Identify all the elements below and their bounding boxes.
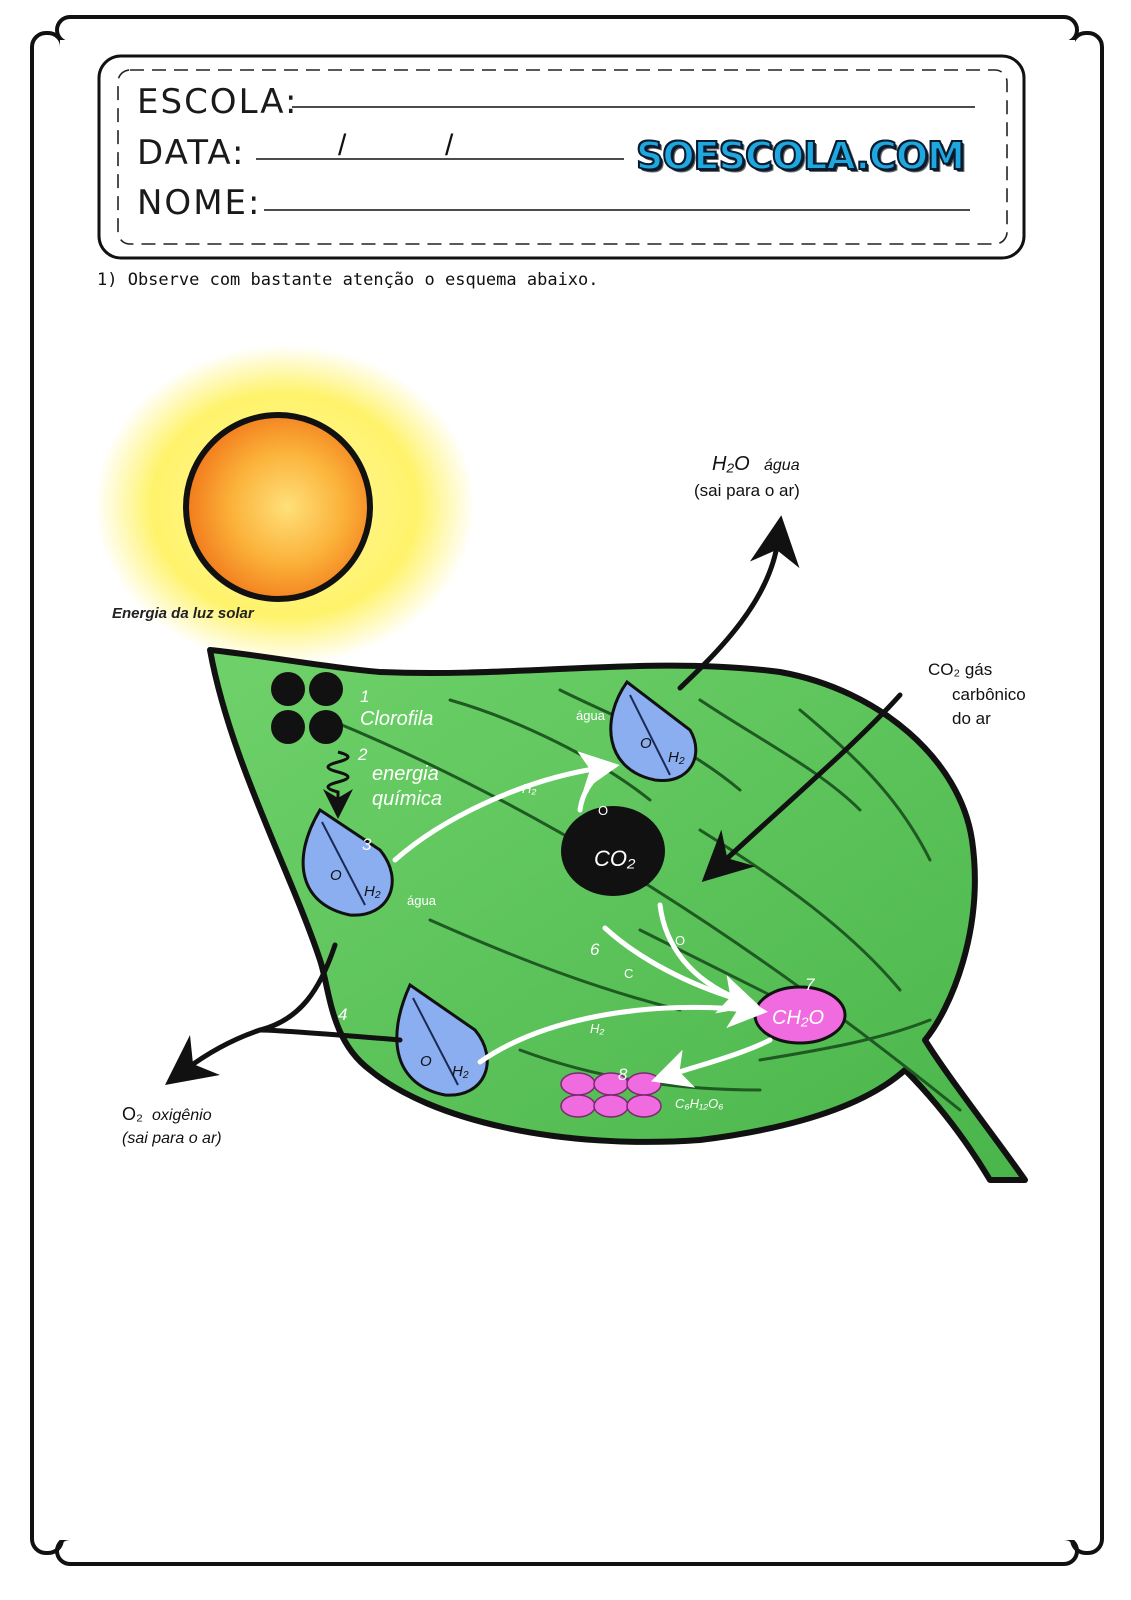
glucose-dot [626, 1094, 662, 1118]
water-label-upper: água [576, 708, 606, 723]
co2-in-line1: CO₂ gás [928, 660, 992, 679]
header-dashed-box [117, 69, 1008, 245]
left-border [30, 31, 64, 1555]
o-label-lower: O [675, 933, 685, 948]
co2-in-arrow [701, 692, 903, 883]
water-drop-middle [301, 807, 394, 917]
drop-lower-h2: H₂ [452, 1063, 469, 1080]
drop-upper-o: O [640, 735, 652, 752]
step7-number: 7 [805, 975, 815, 994]
step5-number: 5 [590, 758, 600, 777]
chlorophyll-dot [309, 672, 343, 706]
sun-core [183, 412, 373, 602]
drop-lower-o: O [420, 1053, 432, 1070]
h2-arrow-upper [392, 751, 620, 863]
water-drop-upper [609, 679, 698, 782]
oxygen-out-note: (sai para o ar) [122, 1130, 222, 1147]
oxygen-out-name: oxigênio [152, 1107, 212, 1124]
question-text: 1) Observe com bastante atenção o esquem… [97, 270, 599, 290]
school-label: ESCOLA: [137, 82, 299, 122]
chlorophyll-dot [271, 672, 305, 706]
glucose-dot [560, 1072, 596, 1096]
date-sep-2: / [445, 129, 454, 162]
date-sep-1: / [338, 129, 347, 162]
co2-in-line2: carbônico [952, 685, 1026, 704]
water-out-name: água [764, 457, 800, 474]
brand-logo: SOESCOLA.COM [635, 133, 966, 179]
h2-label-upper: H₂ [522, 781, 536, 796]
water-out-note: (sai para o ar) [694, 481, 800, 500]
energy-squiggle-arrow [323, 750, 353, 819]
glucose-label: C₆H₁₂O₆ [675, 1096, 724, 1111]
glucose-dot [626, 1072, 662, 1096]
sun [95, 345, 475, 665]
chlorophyll-dot [271, 710, 305, 744]
drop-labels: O H₂ O H₂ O H₂ [330, 735, 685, 1080]
small-white-labels: água água H₂ O C O H₂ C₆H₁₂O₆ [407, 708, 724, 1111]
step8-number: 8 [618, 1065, 628, 1084]
step6-number: 6 [590, 940, 600, 959]
ch2o-label: CH₂O [772, 1007, 824, 1029]
h2-arrow-lower [477, 988, 768, 1065]
co2-in-line3: do ar [952, 709, 991, 728]
water-out-arrow [677, 515, 800, 691]
oxygen-out-formula: O₂ [122, 1104, 143, 1124]
co2-center-circle [561, 806, 665, 896]
step2-label-line2: química [372, 788, 442, 810]
step4-number: 4 [338, 1005, 347, 1024]
sun-label: Energia da luz solar [112, 605, 255, 622]
drop-middle-h2: H₂ [364, 883, 381, 900]
co2-center-label: CO₂ [594, 846, 636, 871]
right-border [1070, 31, 1104, 1555]
step-labels: 1 Clorofila 2 energia química 3 4 5 6 7 … [338, 687, 815, 1084]
bottom-border [55, 1536, 1079, 1566]
water-label-middle: água [407, 893, 437, 908]
step2-label-line1: energia [372, 763, 439, 785]
drop-upper-h2: H₂ [668, 749, 685, 766]
c-label: C [624, 966, 633, 981]
top-border [55, 15, 1079, 45]
water-drop-lower [395, 982, 489, 1097]
internal-arrows [392, 751, 773, 1088]
glucose-dot [593, 1094, 629, 1118]
name-label: NOME: [137, 183, 262, 223]
o-label-upper: O [598, 803, 608, 818]
drop-middle-o: O [330, 867, 342, 884]
chlorophyll-dots [271, 672, 343, 744]
glucose-arrow [651, 1037, 773, 1088]
glucose-dot [560, 1094, 596, 1118]
o-arrow [657, 902, 743, 1003]
external-arrows [164, 515, 903, 1085]
date-label: DATA: [137, 133, 246, 173]
step1-label: Clorofila [360, 708, 433, 730]
step2-number: 2 [357, 745, 368, 764]
step3-number: 3 [362, 835, 372, 854]
water-out-formula: H₂O [712, 453, 750, 475]
chlorophyll-dot [309, 710, 343, 744]
h2-label-lower: H₂ [590, 1021, 604, 1036]
glucose-dots [560, 1072, 662, 1118]
step1-number: 1 [360, 687, 369, 706]
header-box [97, 54, 1026, 260]
o-arrow-upper [577, 767, 608, 813]
